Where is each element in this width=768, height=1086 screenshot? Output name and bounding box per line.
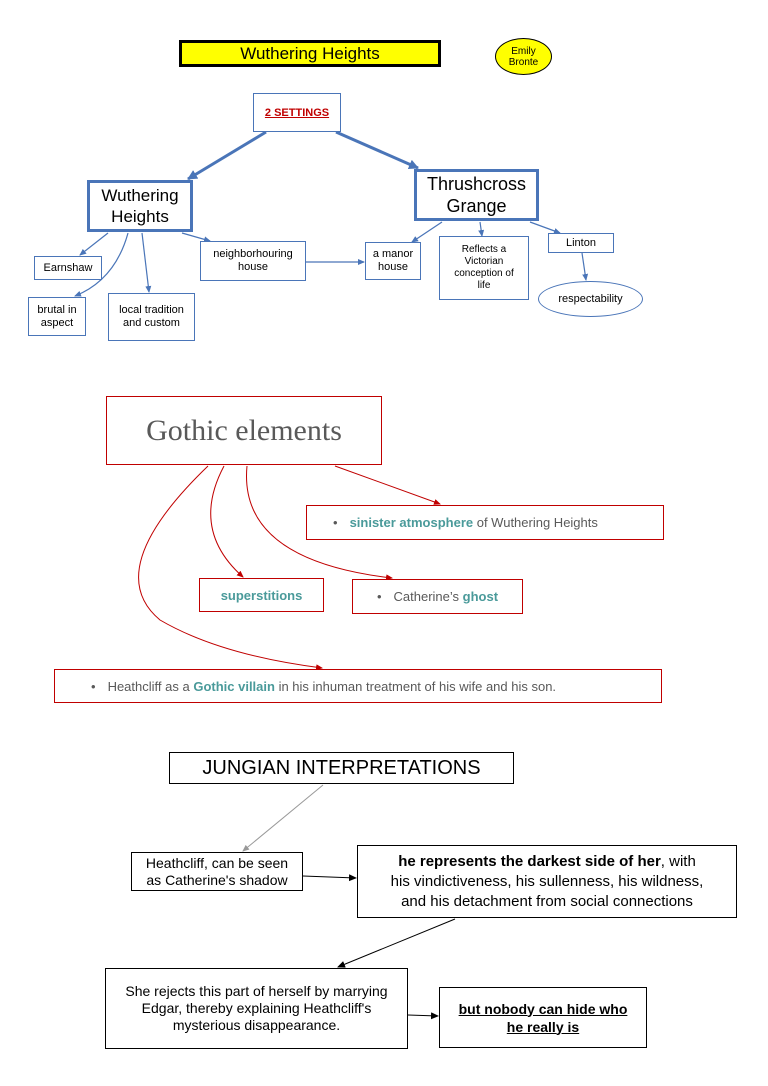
manor-line2: house bbox=[378, 261, 408, 273]
arrow-linton-to-resp bbox=[581, 252, 589, 281]
rejects-line3: mysterious disappearance. bbox=[172, 1017, 341, 1033]
brutal-aspect-node: brutal in aspect bbox=[28, 297, 86, 336]
villain-rest-text: in his inhuman treatment of his wife and… bbox=[274, 678, 557, 694]
arrow-tg-to-linton bbox=[529, 221, 561, 234]
local-line1: local tradition bbox=[119, 304, 184, 316]
vict-line3: conception of bbox=[454, 268, 514, 279]
arrow-wh-to-brutal bbox=[74, 232, 129, 297]
thrushcross-grange-node: Thrushcross Grange bbox=[414, 169, 539, 221]
bullet: • bbox=[376, 589, 382, 604]
wuthering-heights-node: Wuthering Heights bbox=[87, 180, 193, 232]
dark-line2: his vindictiveness, his sullenness, his … bbox=[390, 872, 704, 890]
neighbouring-house-node: neighborhouring house bbox=[200, 241, 306, 281]
shadow-line2: as Catherine's shadow bbox=[146, 871, 288, 888]
local-line2: and custom bbox=[123, 317, 180, 329]
linton-label: Linton bbox=[566, 236, 596, 249]
dark-bold-text: he represents the darkest side of her bbox=[398, 852, 661, 870]
settings-root-label: 2 SETTINGS bbox=[264, 106, 330, 119]
author-oval: Emily Bronte bbox=[495, 38, 552, 75]
arrow-dark-to-rejects bbox=[337, 918, 456, 968]
ghost-pre-text: Catherine’s bbox=[393, 589, 463, 604]
nobody-can-hide-box: but nobody can hide who he really is bbox=[439, 987, 647, 1048]
arrow-wh-to-local bbox=[141, 232, 152, 293]
brutal-line1: brutal in bbox=[37, 303, 77, 316]
jungian-title: JUNGIAN INTERPRETATIONS bbox=[202, 756, 481, 779]
settings-root-box: 2 SETTINGS bbox=[253, 93, 341, 132]
earnshaw-node: Earnshaw bbox=[34, 256, 102, 280]
superstitions-text: superstitions bbox=[220, 587, 303, 603]
author-last-name: Bronte bbox=[508, 56, 539, 68]
arrow-gothic-to-villain bbox=[138, 465, 323, 671]
arrow-jung-to-shadow bbox=[242, 784, 324, 852]
arrow-gothic-to-sinister bbox=[334, 465, 441, 505]
rejects-line1: She rejects this part of herself by marr… bbox=[125, 983, 388, 999]
arrow-settings-to-wuthering bbox=[187, 130, 267, 181]
catherines-ghost-box: • Catherine’s ghost bbox=[352, 579, 523, 614]
jungian-interpretations-box: JUNGIAN INTERPRETATIONS bbox=[169, 752, 514, 784]
linton-node: Linton bbox=[548, 233, 614, 253]
respectability-label: respectability bbox=[558, 292, 623, 305]
arrow-wh-to-earnshaw bbox=[79, 232, 109, 256]
superstitions-box: superstitions bbox=[199, 578, 324, 612]
neigh-line2: house bbox=[238, 261, 268, 273]
author-first-name: Emily bbox=[511, 45, 536, 57]
gothic-elements-box: Gothic elements bbox=[106, 396, 382, 465]
rejects-herself-box: She rejects this part of herself by marr… bbox=[105, 968, 408, 1049]
vict-line1: Reflects a bbox=[461, 244, 507, 255]
victorian-conception-node: Reflects a Victorian conception of life bbox=[439, 236, 529, 300]
thrushcross-line2: Grange bbox=[446, 196, 507, 216]
title-text: Wuthering Heights bbox=[240, 43, 380, 63]
thrushcross-line1: Thrushcross bbox=[426, 174, 527, 194]
earnshaw-label: Earnshaw bbox=[43, 261, 93, 274]
wuthering-heights-line1: Wuthering bbox=[101, 186, 179, 205]
sinister-rest-text: of Wuthering Heights bbox=[473, 515, 598, 530]
arrow-gothic-to-ghost bbox=[246, 465, 393, 581]
wuthering-heights-line2: Heights bbox=[111, 207, 169, 226]
vict-line4: life bbox=[477, 280, 491, 291]
bullet: • bbox=[91, 678, 96, 694]
villain-pre-text: Heathcliff as a bbox=[107, 678, 194, 694]
gothic-villain-box: • Heathcliff as a Gothic villain in his … bbox=[54, 669, 662, 703]
brutal-line2: aspect bbox=[40, 316, 74, 329]
sinister-atmosphere-box: • sinister atmosphere of Wuthering Heigh… bbox=[306, 505, 664, 540]
rejects-line2: Edgar, thereby explaining Heathcliff's bbox=[141, 1000, 372, 1016]
vict-line2: Victorian bbox=[464, 256, 504, 267]
manor-line1: a manor bbox=[372, 248, 414, 260]
hide-line1: but nobody can hide who bbox=[458, 1000, 628, 1017]
neigh-line1: neighborhouring bbox=[213, 248, 293, 260]
bullet: • bbox=[333, 515, 338, 530]
local-tradition-node: local tradition and custom bbox=[108, 293, 195, 341]
arrow-shadow-to-dark bbox=[302, 874, 357, 882]
arrow-tg-to-manor bbox=[411, 221, 443, 243]
sinister-bold-text: sinister atmosphere bbox=[349, 515, 474, 530]
manor-house-node: a manor house bbox=[365, 242, 421, 280]
respectability-oval: respectability bbox=[538, 281, 643, 317]
dark-line3: and his detachment from social connectio… bbox=[401, 892, 693, 910]
catherines-shadow-box: Heathcliff, can be seen as Catherine's s… bbox=[131, 852, 303, 891]
arrow-rejects-to-hide bbox=[407, 1012, 439, 1020]
arrow-tg-to-victorian bbox=[478, 221, 485, 237]
shadow-line1: Heathcliff, can be seen bbox=[145, 854, 289, 871]
arrow-gothic-to-superstitions bbox=[210, 465, 244, 578]
arrow-wh-to-neigh bbox=[181, 232, 211, 243]
ghost-bold-text: ghost bbox=[462, 589, 499, 604]
dark-rest-text: , with bbox=[660, 852, 696, 870]
villain-bold-text: Gothic villain bbox=[193, 678, 275, 694]
title-box: Wuthering Heights bbox=[179, 40, 441, 67]
gothic-elements-title: Gothic elements bbox=[146, 413, 342, 447]
hide-line2: he really is bbox=[506, 1018, 580, 1035]
darkest-side-box: he represents the darkest side of her, w… bbox=[357, 845, 737, 918]
arrow-settings-to-thrushcross bbox=[335, 130, 419, 170]
